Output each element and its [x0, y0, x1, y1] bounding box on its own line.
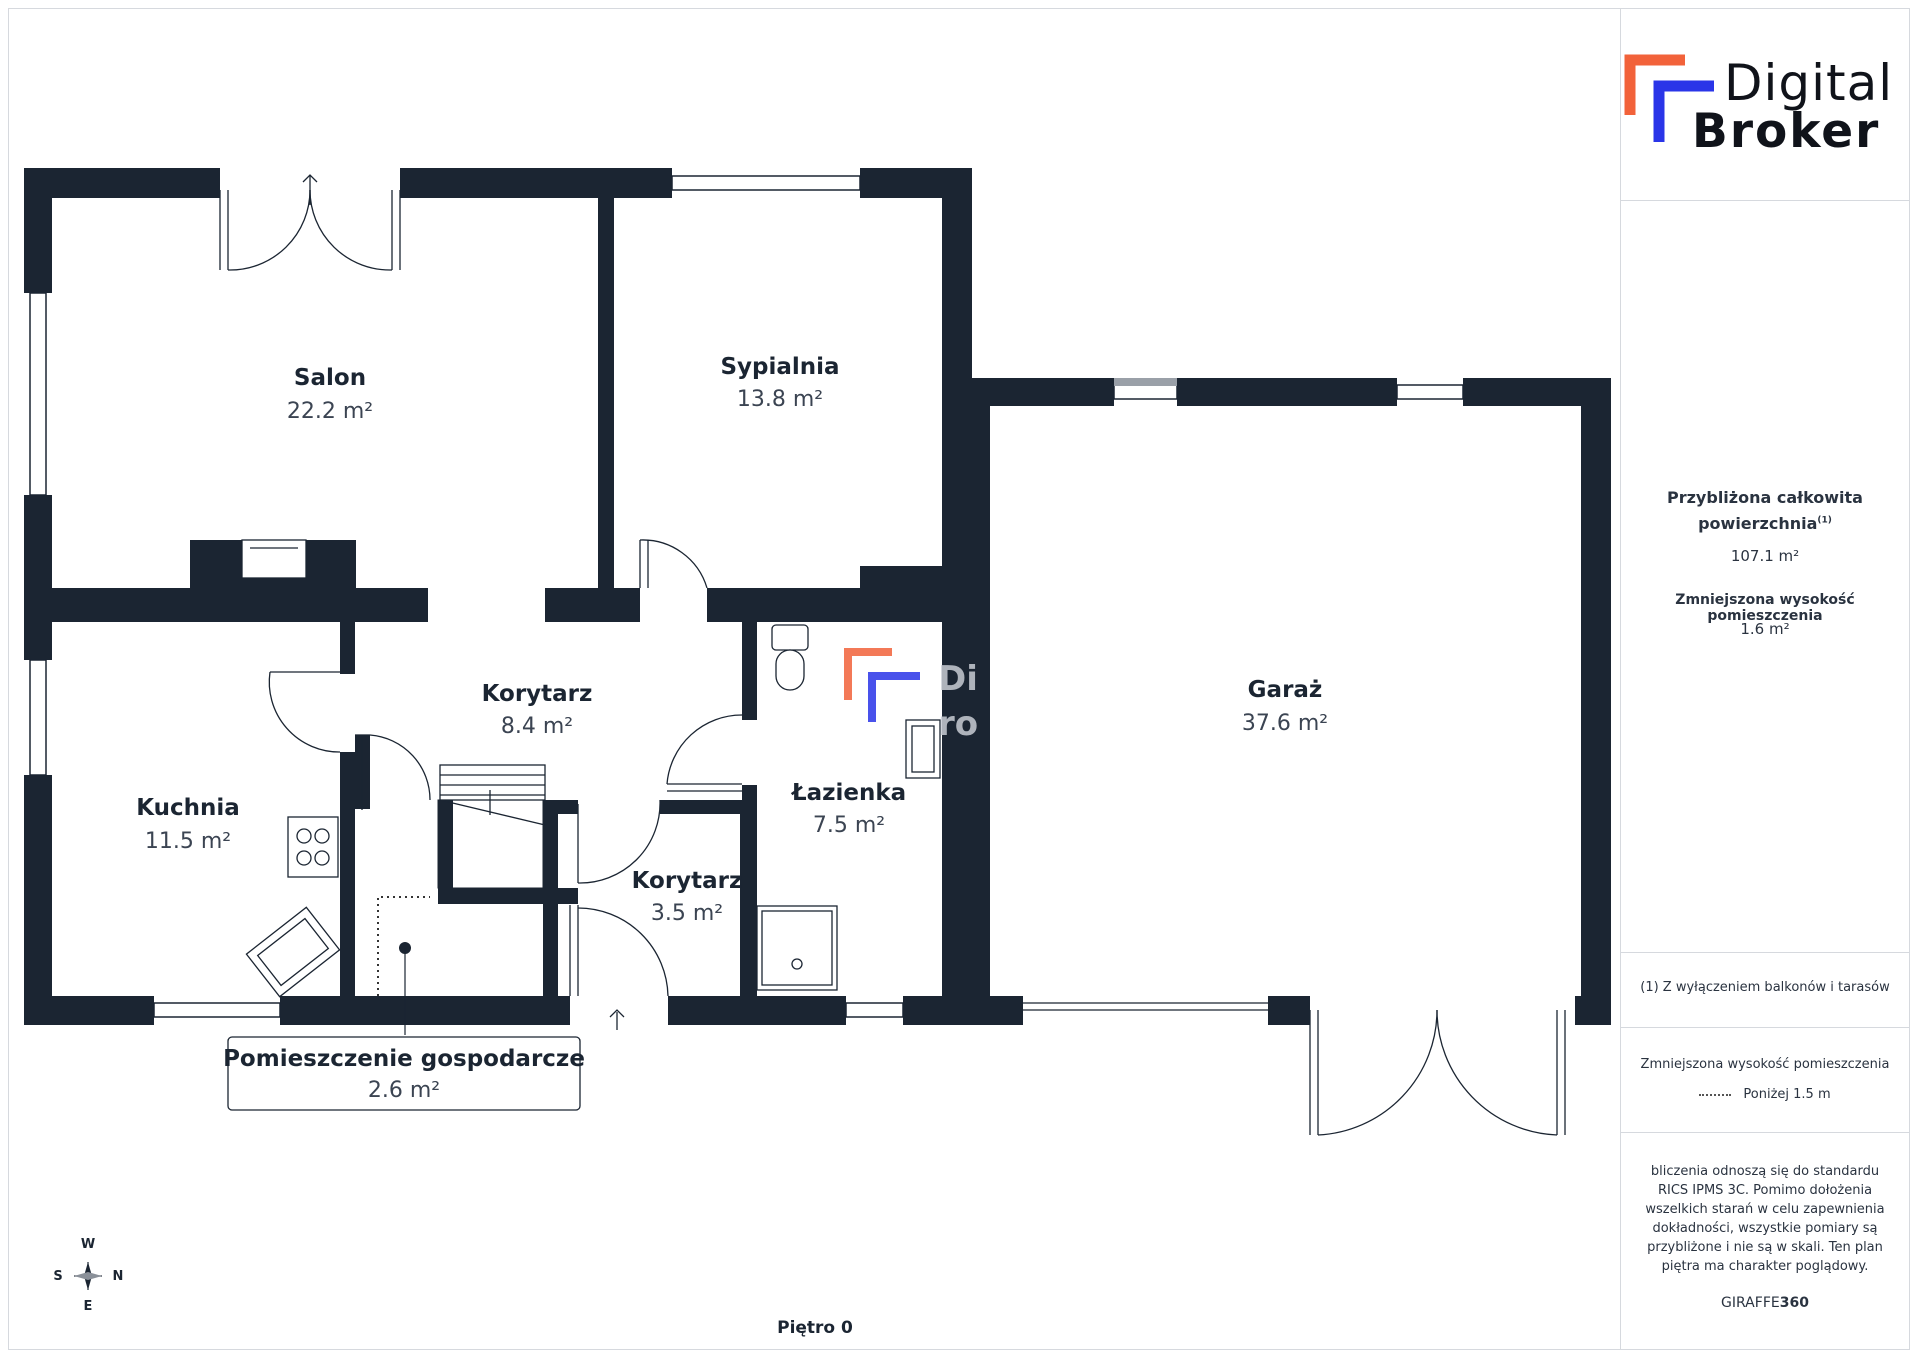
compass-e: E [84, 1299, 93, 1314]
room-name-sypialnia: Sypialnia [720, 354, 839, 380]
toilet-icon [771, 624, 809, 651]
info-sidebar [1620, 8, 1910, 1350]
fireplace-icon [241, 539, 307, 579]
stairs-void [437, 799, 544, 889]
total-area-label-2: powierzchnia(1) [1698, 514, 1832, 533]
legend-title: Zmniejszona wysokość pomieszczenia [1640, 1057, 1890, 1072]
footnote: (1) Z wyłączeniem balkonów i tarasów [1640, 980, 1890, 995]
room-name-kuchnia: Kuchnia [136, 795, 240, 821]
compass-icon [74, 1262, 102, 1290]
room-area-korytarz: 8.4 m² [501, 714, 573, 739]
windows [29, 175, 1464, 1018]
compass-n: N [113, 1269, 124, 1284]
window-frame [1114, 378, 1177, 386]
room-name-salon: Salon [294, 365, 366, 391]
reduced-height-dotted-line [377, 896, 430, 996]
page-frame [8, 8, 1910, 1350]
sidebar-divider [1620, 1027, 1910, 1028]
compass-s: S [53, 1269, 62, 1284]
room-name-lazienka: Łazienka [790, 780, 906, 806]
room-area-sypialnia: 13.8 m² [737, 387, 823, 412]
reduced-height-value: 1.6 m² [1740, 620, 1790, 638]
disclaimer: bliczenia odnoszą się do standardu RICS … [1645, 1164, 1885, 1274]
sidebar-divider [1620, 200, 1910, 201]
watermark-icon: Di ro [844, 648, 978, 744]
compass-w: W [81, 1237, 95, 1252]
sidebar-divider [1620, 1132, 1910, 1133]
walls [24, 168, 1611, 1025]
room-name-garaz: Garaż [1248, 677, 1323, 703]
room-name-gospodarcze: Pomieszczenie gospodarcze [223, 1046, 585, 1072]
dotted-line-icon [1699, 1093, 1732, 1096]
stove-icon [287, 816, 339, 878]
credit: GIRAFFE360 [1721, 1295, 1809, 1311]
room-area-salon: 22.2 m² [287, 399, 373, 424]
doors [219, 174, 1566, 1136]
room-area-kuchnia: 11.5 m² [145, 829, 231, 854]
room-area-gospodarcze: 2.6 m² [368, 1078, 440, 1103]
fixtures [241, 539, 941, 998]
brand-logo-icon [1624, 54, 1714, 142]
floor-plan: Di ro Salon 22.2 m² Sypialnia 13.8 m² Ko… [24, 168, 1611, 1338]
reduced-height-label: Zmniejszona wysokość pomieszczenia [1675, 592, 1855, 624]
brand-line-2: Broker [1692, 104, 1881, 159]
total-area-value: 107.1 m² [1730, 547, 1800, 565]
kitchen-sink-icon [245, 906, 341, 998]
floor-label: Piętro 0 [777, 1318, 853, 1338]
sidebar-divider [1620, 952, 1910, 953]
room-name-korytarz: Korytarz [482, 681, 593, 707]
svg-text:ro: ro [938, 704, 978, 744]
room-area-korytarz-2: 3.5 m² [651, 901, 723, 926]
utility-label-box [227, 1036, 581, 1111]
room-area-garaz: 37.6 m² [1242, 711, 1328, 736]
room-area-lazienka: 7.5 m² [813, 813, 885, 838]
svg-text:Di: Di [938, 659, 978, 699]
total-area-label: Przybliżona całkowita [1667, 488, 1863, 507]
brand-line-1: Digital [1724, 54, 1894, 112]
room-name-korytarz-2: Korytarz [632, 868, 743, 894]
legend-item: Poniżej 1.5 m [1620, 1087, 1910, 1102]
